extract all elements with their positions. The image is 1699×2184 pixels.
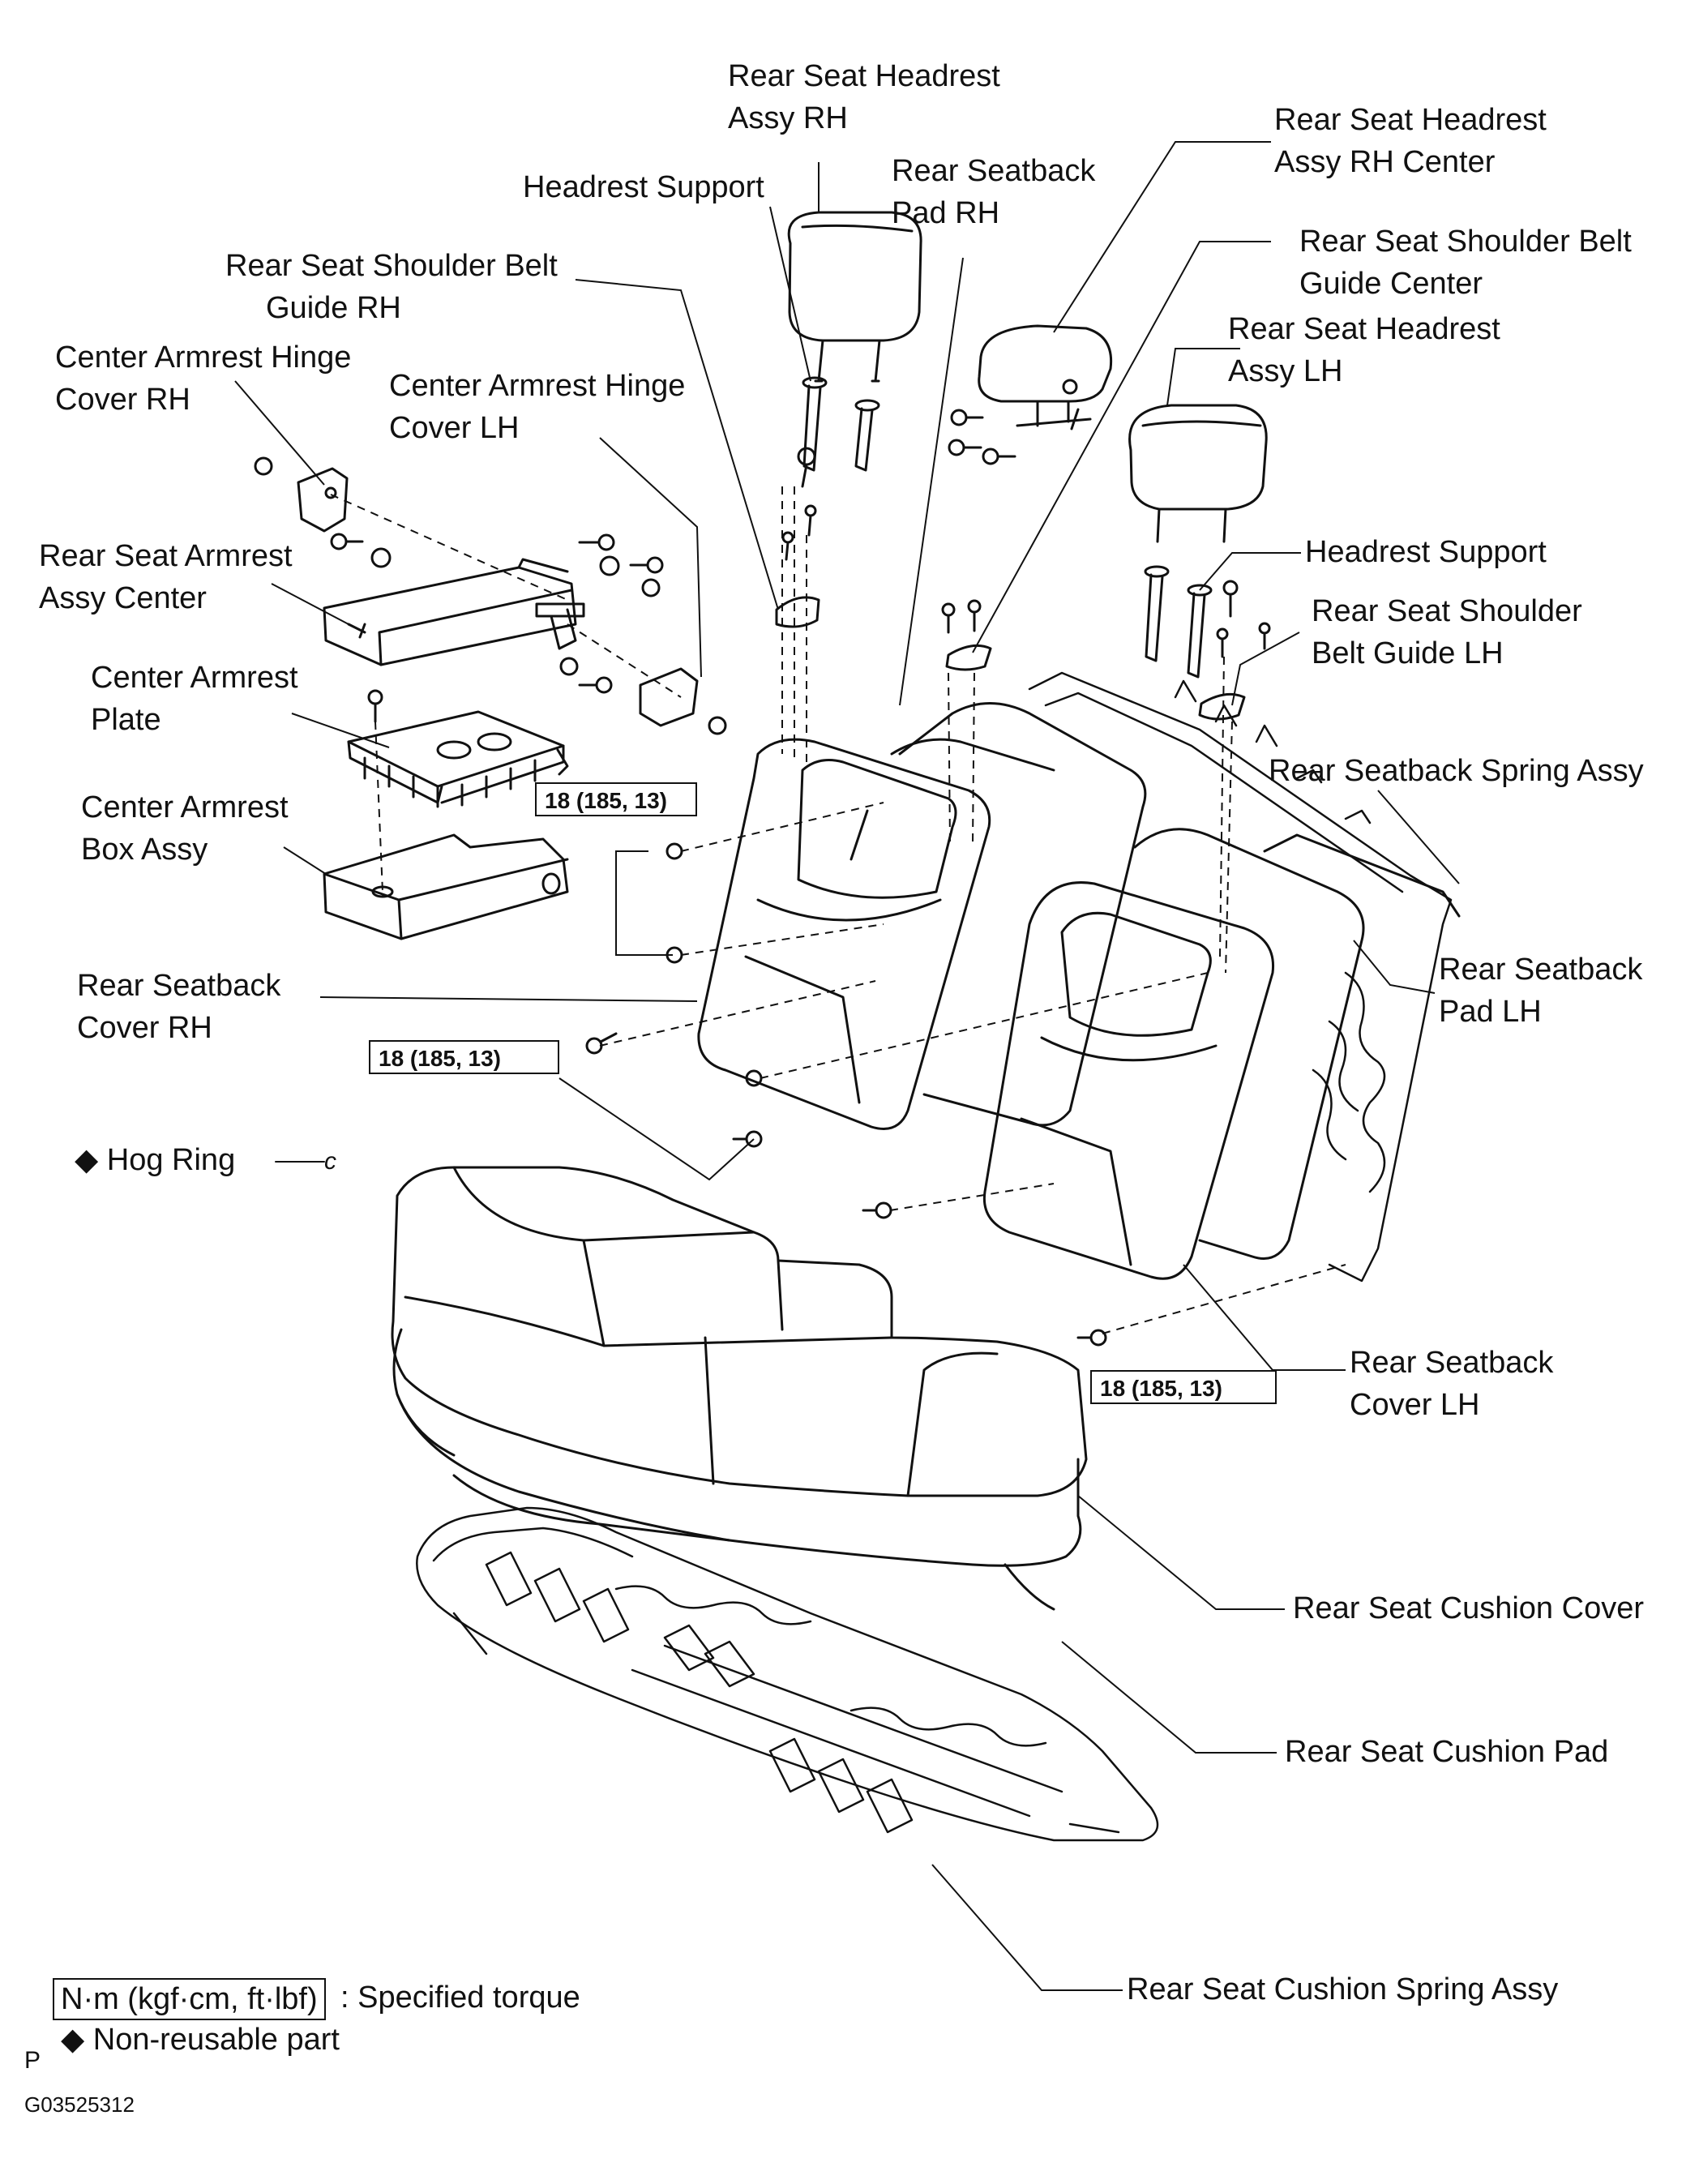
hinge-cover-lh-drawing (639, 667, 699, 727)
label-cushion-spring-assy: Rear Seat Cushion Spring Assy (1127, 1972, 1559, 2006)
armrest-box-drawing (323, 833, 569, 940)
seat-cushion-pad-drawing (392, 1328, 1082, 1611)
seat-cushion-spring-drawing (416, 1506, 1159, 1842)
label-armrest-plate: Center Armrest Plate (91, 661, 298, 737)
label-armrest-box: Center Armrest Box Assy (81, 790, 289, 867)
label-seatback-spring-assy: Rear Seatback Spring Assy (1269, 754, 1644, 788)
seatback-rh-drawing (697, 702, 1147, 1130)
label-cushion-cover: Rear Seat Cushion Cover (1293, 1591, 1644, 1625)
torque-callout-3: 18 (185, 13) (1090, 1370, 1277, 1404)
armrest-plate-drawing (347, 710, 569, 808)
seatback-lh-drawing (982, 828, 1461, 1280)
label-seatback-pad-rh: Rear Seatback Pad RH (892, 154, 1096, 230)
hog-ring-icon: c (324, 1148, 336, 1175)
label-headrest-lh: Rear Seat Headrest Assy LH (1228, 312, 1500, 388)
seat-cushion-cover-drawing (391, 1166, 1088, 1497)
legend-non-reusable: ◆ Non-reusable part (61, 2023, 340, 2057)
label-headrest-support-top: Headrest Support (523, 170, 764, 204)
label-headrest-rh: Rear Seat Headrest Assy RH (728, 59, 1000, 135)
headrest-rh-drawing (787, 211, 922, 383)
hinge-cover-rh-drawing (297, 467, 349, 533)
headrest-rh-center-drawing (978, 324, 1113, 430)
belt-guide-center-drawing (945, 644, 992, 671)
legend-torque-unit: N·m (kgf·cm, ft·lbf) (53, 1978, 326, 2020)
center-headrest-bolts (781, 409, 1016, 561)
seatback-spring-drawing (1028, 671, 1453, 1283)
torque-callout-1: 18 (185, 13) (535, 782, 697, 816)
torque-callout-2: 18 (185, 13) (369, 1040, 559, 1074)
armrest-center-drawing (323, 558, 585, 666)
label-seatback-pad-lh: Rear Seatback Pad LH (1439, 953, 1643, 1029)
headrest-supports-rh-drawing (802, 376, 880, 472)
legend-torque-desc: : Specified torque (340, 1981, 580, 2015)
label-seatback-cover-rh: Rear Seatback Cover RH (77, 969, 281, 1045)
figure-code: G03525312 (24, 2092, 135, 2117)
label-armrest-assy-center: Rear Seat Armrest Assy Center (39, 539, 293, 615)
label-hinge-cover-rh: Center Armrest Hinge Cover RH (55, 340, 352, 417)
label-cushion-pad: Rear Seat Cushion Pad (1285, 1735, 1609, 1769)
label-headrest-rh-center: Rear Seat Headrest Assy RH Center (1274, 103, 1547, 179)
belt-guide-lh-drawing (1198, 692, 1246, 721)
belt-guide-rh-drawing (775, 596, 820, 628)
headrest-supports-lh-drawing (1144, 565, 1213, 679)
label-headrest-support-right: Headrest Support (1305, 535, 1547, 569)
page-mark: P (24, 2047, 41, 2074)
label-seatback-cover-lh: Rear Seatback Cover LH (1350, 1346, 1554, 1422)
label-shoulder-belt-guide-lh: Rear Seat Shoulder Belt Guide LH (1312, 594, 1582, 670)
label-shoulder-belt-guide-rh: Rear Seat Shoulder Belt Guide RH (225, 249, 558, 325)
label-hinge-cover-lh: Center Armrest Hinge Cover LH (389, 369, 686, 445)
label-shoulder-belt-guide-center: Rear Seat Shoulder Belt Guide Center (1299, 225, 1632, 301)
headrest-lh-drawing (1128, 404, 1268, 543)
label-hog-ring: ◆ Hog Ring (75, 1143, 236, 1177)
